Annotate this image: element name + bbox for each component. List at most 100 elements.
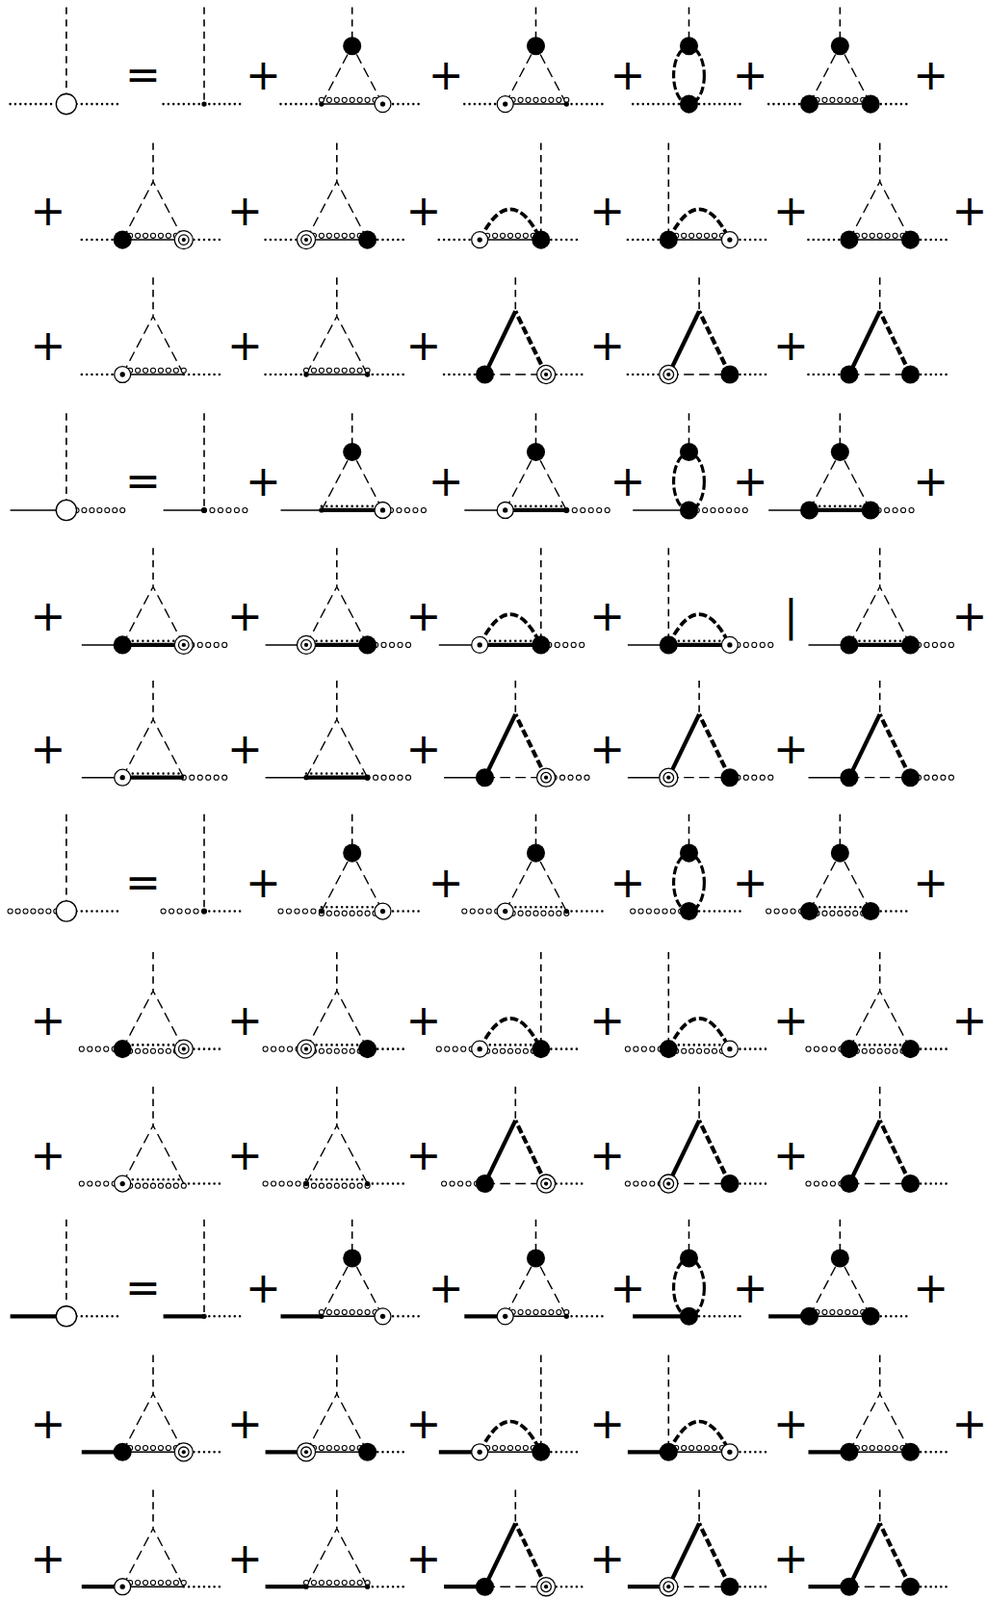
thick-propagator xyxy=(479,643,542,648)
circled-dot-vertex xyxy=(496,501,514,519)
full-vertex xyxy=(475,364,494,384)
operator-sign: + xyxy=(609,460,646,503)
dotted-propagator xyxy=(668,639,730,643)
dashed-boson-line xyxy=(337,181,368,240)
ghost-propagator xyxy=(334,1310,339,1316)
dashed-boson-line xyxy=(153,316,184,375)
ghost-propagator xyxy=(334,367,339,373)
ghost-propagator xyxy=(518,97,523,103)
ghost-propagator xyxy=(877,233,883,238)
ghost-propagator xyxy=(318,909,324,914)
full-vertex xyxy=(839,1039,858,1059)
dashed-boson-line xyxy=(698,1087,701,1121)
circled-dot-vertex xyxy=(114,769,131,786)
ghost-propagator xyxy=(507,1048,513,1054)
ghost-propagator xyxy=(46,909,52,914)
operator-sign: + xyxy=(589,1134,625,1177)
operator-sign: + xyxy=(428,460,465,503)
ghost-propagator xyxy=(334,1183,339,1189)
circled-dot-vertex xyxy=(496,96,514,113)
dashed-boson-line xyxy=(153,1529,184,1587)
ghost-propagator xyxy=(222,642,228,648)
dashed-boson-line xyxy=(153,586,184,645)
dotted-propagator xyxy=(809,906,872,910)
bold-dashed-arc xyxy=(479,1422,542,1454)
operator-sign: + xyxy=(405,324,442,367)
ghost-propagator xyxy=(533,97,539,103)
ghost-propagator xyxy=(580,507,586,513)
ghost-propagator xyxy=(822,97,828,103)
full-vertex xyxy=(861,1307,881,1326)
ghost-propagator xyxy=(861,1446,867,1452)
thick-propagator xyxy=(849,1120,881,1185)
operator-sign: + xyxy=(405,999,442,1042)
ghost-propagator xyxy=(654,909,660,914)
bare-vertex xyxy=(201,1314,207,1320)
operator-sign: + xyxy=(609,53,646,97)
operator-sign: + xyxy=(29,999,66,1042)
ghost-propagator xyxy=(861,1048,867,1054)
ghost-propagator xyxy=(326,1580,332,1585)
bare-vertex xyxy=(564,909,570,914)
full-vertex xyxy=(839,364,858,384)
ghost-propagator xyxy=(697,1446,702,1452)
ghost-propagator xyxy=(790,909,796,914)
operator-sign: + xyxy=(773,189,809,233)
operator-sign: + xyxy=(405,727,442,771)
operator-sign: + xyxy=(245,460,282,503)
ghost-propagator xyxy=(396,507,402,513)
ghost-propagator xyxy=(380,507,386,513)
operator-sign: | xyxy=(783,595,799,638)
bold-dashed-line xyxy=(515,1524,546,1588)
full-vertex xyxy=(901,364,920,384)
operator-sign: + xyxy=(912,460,949,503)
circled-dot-vertex xyxy=(120,775,126,780)
ghost-propagator xyxy=(420,507,426,513)
dashed-boson-line xyxy=(540,1355,543,1454)
thick-propagator xyxy=(849,1524,881,1588)
ghost-propagator xyxy=(389,775,394,780)
dashed-boson-line xyxy=(839,853,871,911)
ghost-propagator xyxy=(681,1048,687,1054)
ghost-propagator xyxy=(349,367,355,373)
dashed-boson-line xyxy=(152,1087,155,1126)
dashed-boson-line xyxy=(306,1125,338,1184)
ghost-propagator xyxy=(522,1446,528,1452)
dashed-boson-line xyxy=(698,1490,701,1525)
dashed-boson-line xyxy=(849,990,881,1049)
ghost-propagator xyxy=(213,642,219,648)
full-vertex xyxy=(839,231,858,250)
bare-vertex xyxy=(201,909,207,914)
operator-sign: + xyxy=(589,999,625,1042)
dotted-propagator xyxy=(566,1315,607,1319)
ghost-propagator xyxy=(743,642,749,648)
dotted-propagator xyxy=(77,1315,124,1319)
ghost-propagator xyxy=(135,233,141,238)
bare-vertex xyxy=(318,101,324,106)
ghost-propagator xyxy=(318,1183,324,1189)
ghost-propagator xyxy=(326,1048,332,1054)
operator-sign: + xyxy=(732,1267,769,1310)
ghost-propagator xyxy=(381,642,387,648)
ghost-propagator xyxy=(201,909,207,914)
ghost-propagator xyxy=(206,642,211,648)
ghost-propagator xyxy=(262,1181,268,1187)
dashed-boson-line xyxy=(879,1087,882,1121)
operator-sign: + xyxy=(773,1134,809,1177)
operator-sign: + xyxy=(609,861,646,905)
operator-sign: + xyxy=(227,1402,263,1446)
full-vertex xyxy=(679,442,699,462)
dashed-boson-line xyxy=(122,719,154,778)
operator-sign: = xyxy=(125,460,161,503)
ghost-propagator xyxy=(727,507,732,513)
ghost-propagator xyxy=(278,909,284,914)
double-circle-vertex xyxy=(544,372,548,377)
dashed-boson-line xyxy=(152,680,155,720)
ghost-propagator xyxy=(326,910,332,916)
full-vertex xyxy=(526,442,546,462)
ghost-propagator xyxy=(135,1446,141,1452)
ghost-propagator xyxy=(389,642,394,648)
double-circle-vertex xyxy=(666,776,671,780)
ghost-propagator xyxy=(78,1046,84,1052)
thin-propagator xyxy=(321,1316,384,1318)
